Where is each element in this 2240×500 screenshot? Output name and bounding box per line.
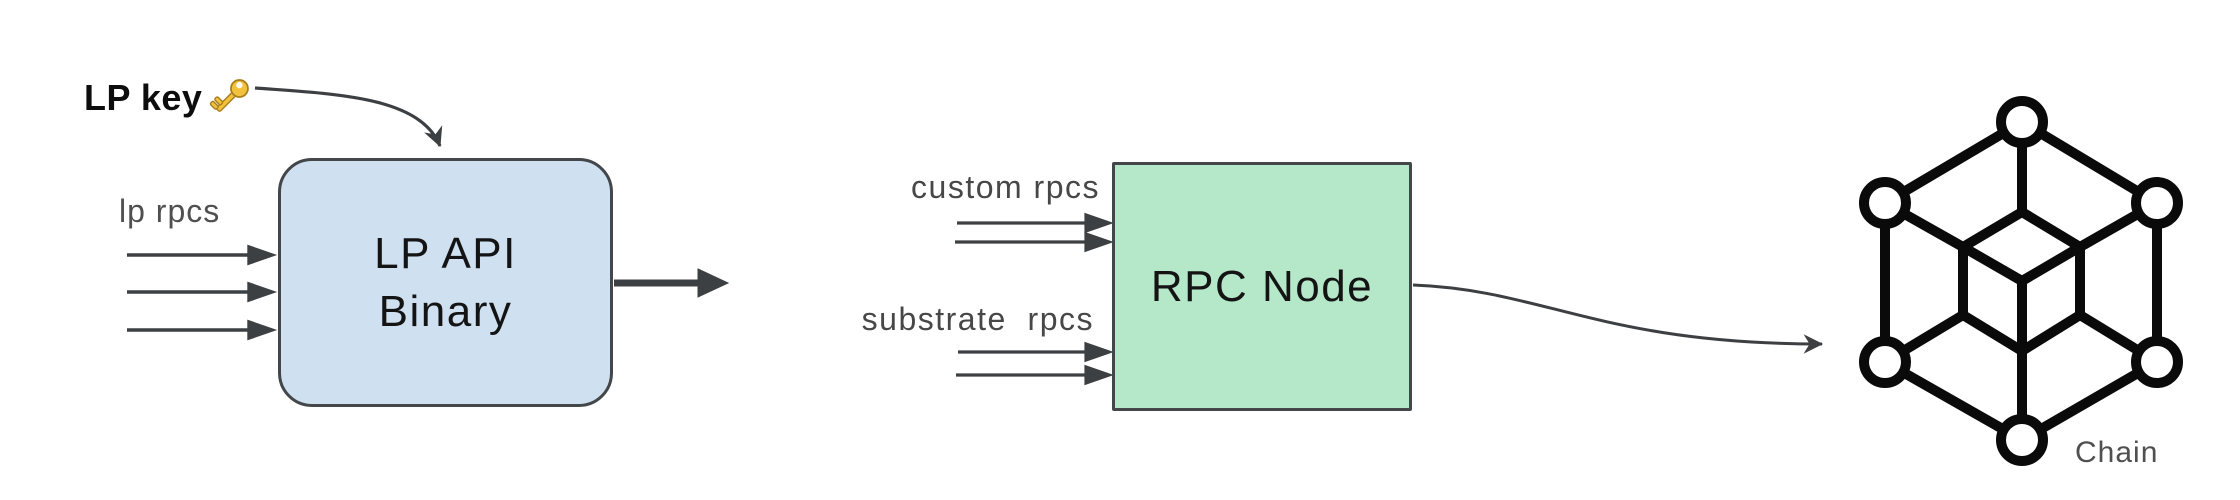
lp-key-label: LP key — [84, 77, 203, 118]
lp-rpcs-label: lp rpcs — [119, 193, 221, 229]
lp-rpcs-arrows — [127, 244, 278, 341]
key-icon — [209, 79, 249, 112]
custom-rpcs-arrows — [955, 212, 1114, 253]
rpc-node-box: RPC Node — [1112, 162, 1412, 411]
blockchain-cube-icon — [1859, 96, 2183, 466]
chain-label: Chain — [2075, 436, 2159, 469]
substrate-rpcs-label: substrate rpcs — [861, 301, 1094, 337]
lp-api-output-arrow — [614, 268, 730, 298]
lp-api-binary-box: LP API Binary — [278, 158, 613, 407]
custom-rpcs-label: custom rpcs — [911, 169, 1100, 205]
rpc-to-chain-arrow — [1412, 283, 1824, 354]
lp-key-to-box-arrow — [254, 86, 443, 148]
substrate-rpcs-arrows — [956, 341, 1114, 386]
